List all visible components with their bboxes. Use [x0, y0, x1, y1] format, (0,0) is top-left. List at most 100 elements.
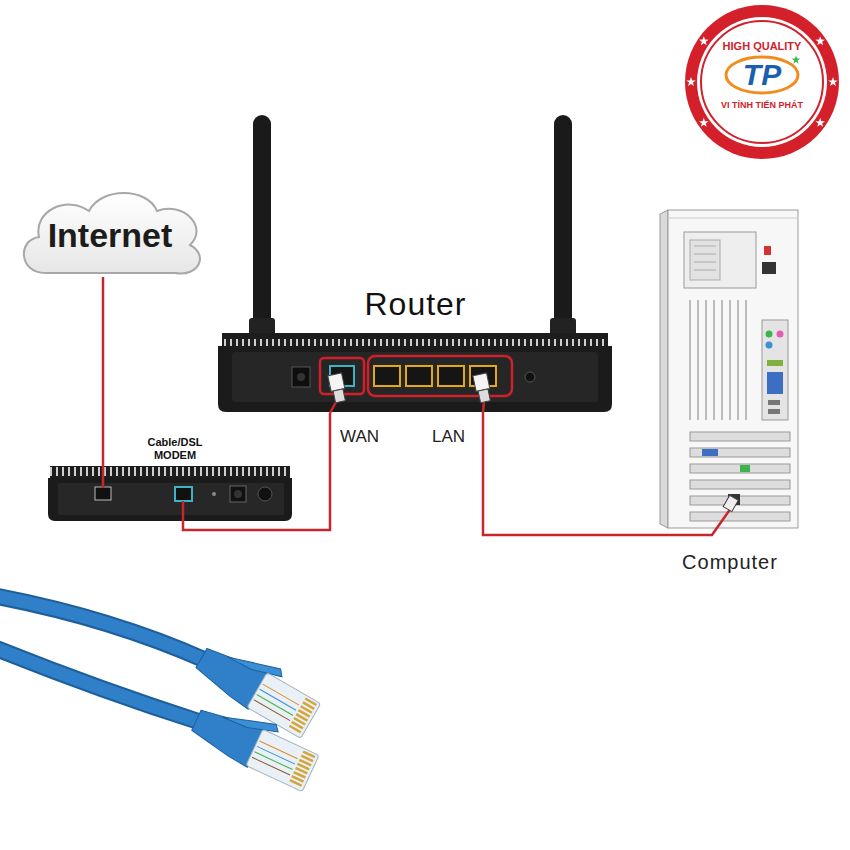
router-body-part [222, 333, 608, 348]
logo-text: TP [684, 58, 840, 92]
modem-body-part [50, 466, 290, 479]
router-body-part [320, 358, 364, 394]
computer-tower-part-part [689, 300, 691, 420]
cloud-label-slot: Internet [15, 215, 205, 255]
router-body-part [218, 346, 612, 412]
computer-tower-part [767, 360, 783, 366]
computer-tower-part [694, 254, 716, 255]
computer-tower-part [762, 262, 776, 274]
shop-name-slot: VI TÍNH TIẾN PHÁT [710, 100, 814, 111]
badge-star [699, 36, 709, 45]
network-cable [183, 413, 330, 530]
computer-device: Computer [655, 205, 805, 577]
wire-stub-part [182, 501, 185, 522]
ethernet-cable-part [0, 596, 205, 660]
port-label-slot: LAN [432, 427, 478, 447]
rj45-plug-part [473, 373, 493, 403]
modem-body-part [234, 490, 242, 498]
computer-tower-part [768, 400, 780, 405]
modem-body-part [212, 492, 216, 496]
computer-tower-part-part [697, 300, 699, 420]
computer-tower-part [766, 331, 773, 338]
computer-tower-part-part [729, 300, 731, 420]
computer-tower-part-part [737, 300, 739, 420]
device-heading: Cable/DSL MODEM [134, 436, 216, 462]
port-label: LAN [432, 427, 478, 447]
badge-title: HIGH QUALITY [684, 40, 840, 53]
ethernet-cable-part-part [289, 779, 302, 787]
badge-star [815, 36, 825, 45]
computer-tower-part [694, 262, 716, 263]
wire-stub [655, 495, 738, 535]
computer-tower-part [660, 210, 668, 528]
router-body-part [297, 373, 305, 381]
computer-tower-part [767, 372, 783, 394]
rj45-plug-part-part [333, 389, 345, 403]
modem-body-part [95, 487, 111, 500]
router-device: Router [218, 285, 613, 413]
modem-body [48, 466, 292, 521]
network-cable [483, 413, 655, 535]
modem-body-part [175, 487, 192, 501]
computer-tower-part [690, 240, 720, 280]
router-body-part [438, 366, 464, 386]
cloud-label: Internet [15, 215, 205, 255]
computer-tower-part-part [745, 300, 747, 420]
ethernet-cable-part-part [252, 757, 290, 775]
computer-tower-part [684, 232, 756, 288]
modem-body-part [58, 483, 284, 515]
router-body-part [374, 366, 400, 386]
port-label: WAN [340, 427, 390, 447]
rj45-plug [473, 373, 493, 413]
computer-tower-part [690, 300, 746, 420]
router-body [218, 333, 612, 412]
computer-tower-part [690, 480, 790, 489]
antenna-part [253, 115, 271, 347]
computer-tower-part [768, 409, 780, 414]
modem-body-part [48, 478, 292, 521]
computer-tower-part [694, 270, 716, 271]
ethernet-cable-part [0, 648, 200, 722]
modem-body-part [230, 486, 246, 502]
ethernet-cable [0, 648, 323, 793]
logo-text-slot: TP [684, 58, 840, 92]
computer-tower-part-part [713, 300, 715, 420]
logo-star [792, 56, 801, 64]
router-body-part [368, 356, 512, 396]
internet-cloud: Internet [15, 185, 205, 277]
router-body-part [232, 352, 598, 402]
port-label-slot: WAN [340, 427, 390, 447]
badge-star [686, 77, 696, 86]
wire-stub-part [723, 495, 738, 511]
router-body-part [525, 372, 535, 382]
wire-stub-part [655, 508, 731, 535]
computer-tower-part-part [721, 300, 723, 420]
computer-tower-part [764, 246, 771, 255]
antenna-part [554, 115, 572, 347]
wire-stub-part [102, 432, 105, 488]
modem-body-part [258, 487, 272, 501]
device-heading: Router [218, 285, 613, 323]
badge-title-slot: HIGH QUALITY [684, 40, 840, 53]
antenna [550, 115, 576, 348]
computer-tower-part [690, 448, 790, 457]
computer-tower-part [702, 449, 718, 456]
device-heading-slot: Router [218, 285, 613, 323]
computer-tower-part [777, 331, 784, 338]
device-heading: Computer [655, 549, 805, 575]
rj45-plug-part-part [478, 389, 490, 403]
ethernet-cable-part [187, 693, 323, 792]
computer-tower-part [694, 246, 716, 247]
shop-name: VI TÍNH TIẾN PHÁT [710, 100, 814, 111]
device-heading-slot: Computer [655, 549, 805, 575]
computer-tower-part [740, 465, 750, 472]
network-cable [102, 277, 105, 432]
computer-tower-part [690, 512, 790, 521]
modem-device: Cable/DSL MODEM [48, 432, 294, 522]
badge-star [815, 118, 825, 127]
rj45-plug-part [328, 373, 348, 403]
ethernet-cable-part [0, 596, 205, 660]
computer-tower-part [690, 432, 790, 441]
